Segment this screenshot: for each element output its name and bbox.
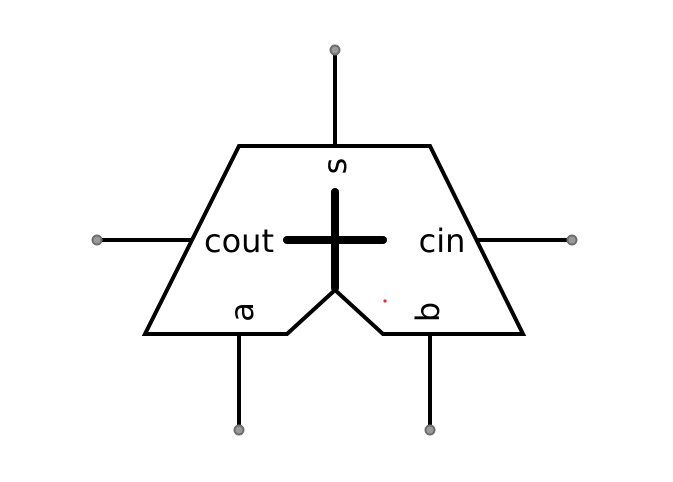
marker-dot [383,299,387,303]
pin-s[interactable] [329,44,341,56]
pin-a[interactable] [233,424,245,436]
label-a: a [223,302,261,322]
label-s: s [316,158,354,175]
pin-cout[interactable] [91,234,103,246]
pin-b[interactable] [424,424,436,436]
label-cin: cin [419,222,466,260]
label-b: b [409,302,447,322]
pin-cin[interactable] [566,234,578,246]
label-cout: cout [204,222,274,260]
